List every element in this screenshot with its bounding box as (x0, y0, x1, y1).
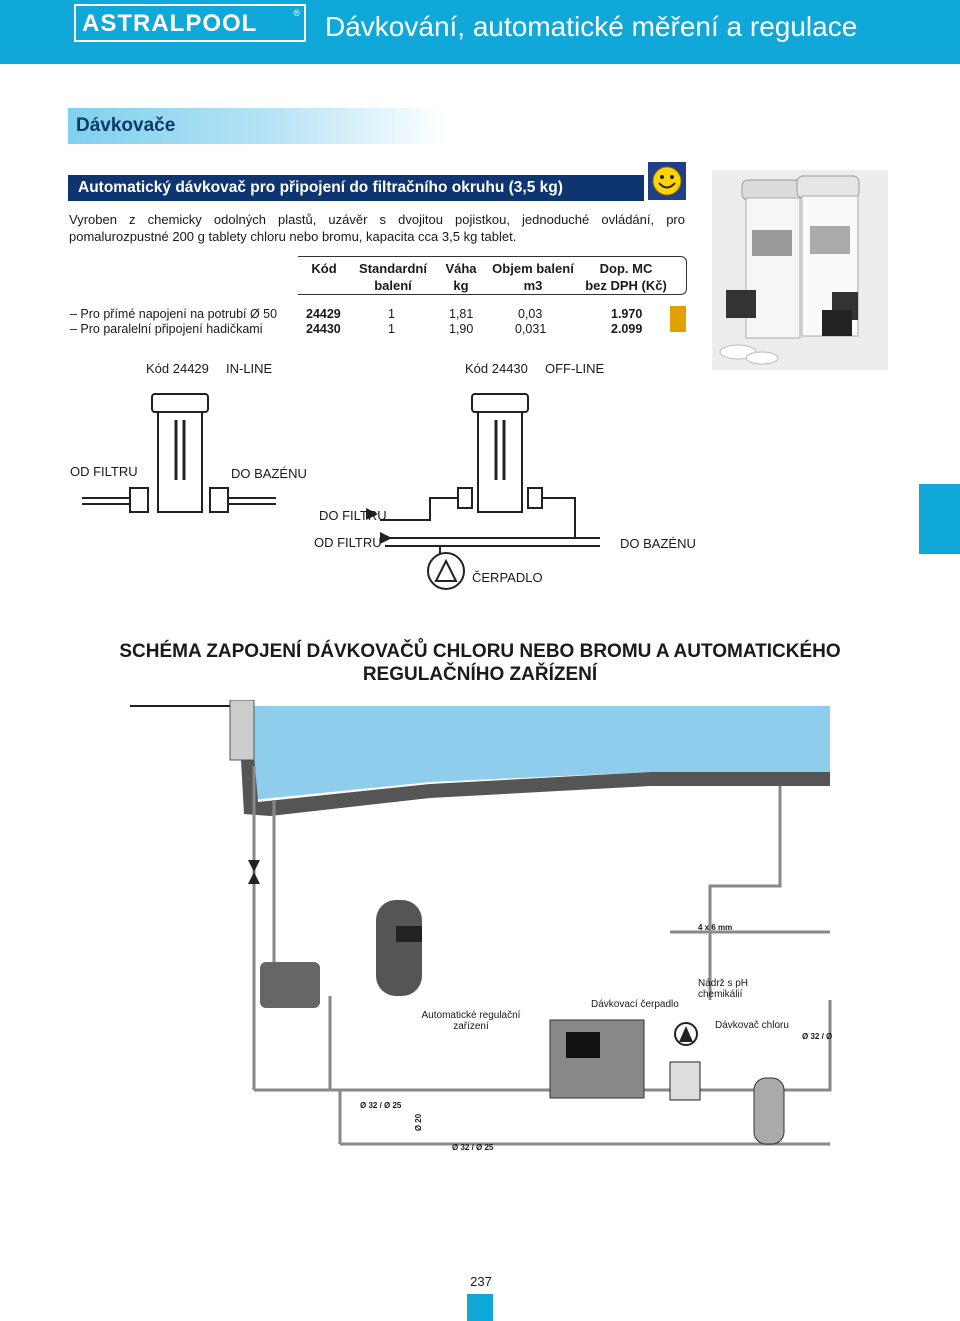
connection-diagrams (82, 393, 600, 590)
table-row-1-objem: 0,03 (518, 307, 543, 321)
label-pipe-32-25: Ø 32 / Ø 25 (360, 1101, 402, 1110)
label-regulation-line1: Automatické regulační (421, 1010, 521, 1021)
home-icon (670, 318, 686, 332)
offline-to-filter: DO FILTRU (319, 508, 387, 523)
table-row-1-vaha: 1,81 (449, 307, 474, 321)
col-header-baleni-line1: Standardní (359, 261, 427, 276)
page-title: Dávkování, automatické měření a regulace (325, 11, 858, 42)
section-title: Dávkovače (76, 115, 176, 136)
offline-mode: OFF-LINE (545, 361, 605, 376)
label-ph-tank-line1: Nádrž s pH (698, 978, 749, 989)
label-ph-tank-line2: chemikálií (698, 989, 743, 1000)
smiley-icon (648, 162, 686, 200)
product-description: Vyroben z chemicky odolných plastů, uzáv… (69, 212, 685, 244)
label-pipe-20: Ø 20 (414, 1113, 424, 1132)
table-row-1-desc: – Pro přímé napojení na potrubí Ø 50 (70, 307, 278, 321)
schema-title-line1: SCHÉMA ZAPOJENÍ DÁVKOVAČŮ CHLORU NEBO BR… (119, 641, 841, 662)
inline-mode: IN-LINE (226, 361, 273, 376)
table-row-1-cena: 1.970 (611, 307, 643, 321)
inline-to-pool: DO BAZÉNU (231, 466, 307, 481)
home-icon (670, 306, 686, 320)
product-photo (712, 170, 888, 370)
col-header-vaha-line2: kg (453, 278, 469, 293)
col-header-objem-line2: m3 (523, 278, 543, 293)
table-row-2-desc: – Pro paralelní připojení hadičkami (70, 322, 263, 336)
page-tab (467, 1294, 493, 1321)
label-regulation-line2: zařízení (453, 1021, 489, 1032)
col-header-cena-line2: bez DPH (Kč) (585, 278, 667, 293)
offline-to-pool: DO BAZÉNU (620, 536, 696, 551)
offline-pump: ČERPADLO (472, 570, 543, 585)
col-header-kod: Kód (311, 261, 337, 276)
table-row-2-baleni: 1 (388, 322, 395, 336)
col-header-vaha-line1: Váha (445, 261, 477, 276)
col-header-objem-line1: Objem balení (492, 261, 574, 276)
label-pipe-32-25-b: Ø 32 / Ø 25 (452, 1143, 494, 1152)
section-header: Dávkovače (68, 108, 448, 144)
inline-code: Kód 24429 (146, 361, 209, 376)
schema-title-line2: REGULAČNÍHO ZAŘÍZENÍ (362, 664, 598, 685)
label-regulation-device: Automatické regulační zařízení (418, 1010, 524, 1032)
label-ph-tank: Nádrž s pH chemikálií (698, 978, 748, 1000)
table-row-1-baleni: 1 (388, 307, 395, 321)
label-pipe-4x6: 4 x 6 mm (698, 923, 733, 932)
brand-logo: ASTRALPOOL ® (74, 4, 306, 42)
table-row-2-vaha: 1,90 (449, 322, 474, 336)
installation-schema (130, 700, 832, 1146)
table-row-2-objem: 0,031 (515, 322, 547, 336)
offline-from-filter: OD FILTRU (314, 535, 382, 550)
label-dosing-pump: Dávkovací čerpadlo (591, 999, 679, 1010)
label-pipe-32: Ø 32 / Ø (802, 1032, 833, 1041)
table-row-2-kod: 24430 (306, 322, 341, 336)
offline-code: Kód 24430 (465, 361, 528, 376)
table-row-1-kod: 24429 (306, 307, 341, 321)
product-title: Automatický dávkovač pro připojení do fi… (78, 179, 563, 196)
col-header-vaha: Váha kg (440, 260, 482, 294)
page-number: 237 (470, 1274, 492, 1289)
table-row-2-cena: 2.099 (611, 322, 643, 336)
inline-from-filter: OD FILTRU (70, 464, 138, 479)
col-header-objem: Objem balení m3 (488, 260, 578, 294)
registered-icon: ® (293, 8, 300, 18)
col-header-cena: Dop. MC bez DPH (Kč) (584, 260, 668, 294)
col-header-cena-line1: Dop. MC (599, 261, 653, 276)
brand-logo-text: ASTRALPOOL (82, 10, 258, 37)
col-header-baleni-line2: balení (374, 278, 412, 293)
product-title-bar: Automatický dávkovač pro připojení do fi… (68, 175, 644, 201)
label-chlorinator: Dávkovač chloru (715, 1020, 789, 1031)
table-header-frame (298, 256, 687, 295)
side-tab (919, 484, 960, 554)
col-header-baleni: Standardní balení (355, 260, 431, 294)
